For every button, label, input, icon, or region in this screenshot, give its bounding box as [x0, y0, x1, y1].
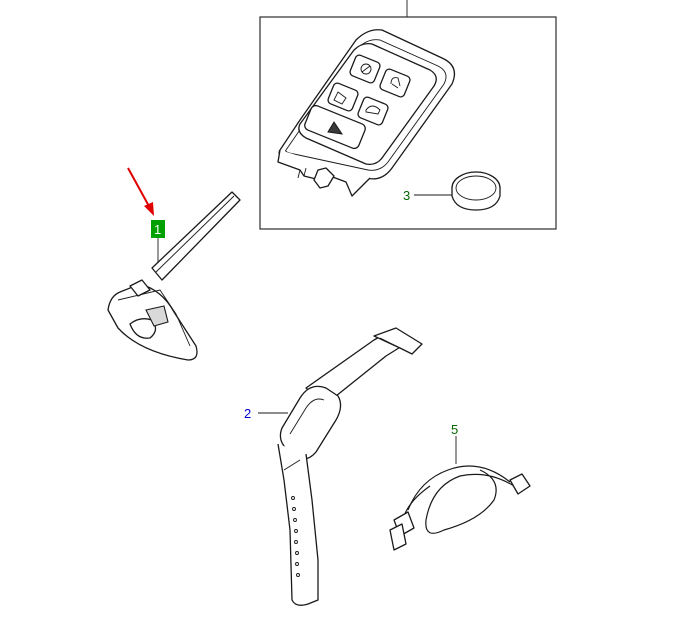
coin-battery-icon[interactable] [451, 171, 501, 211]
callout-1-label[interactable]: 1 [154, 222, 161, 237]
callout-1-highlight-box [151, 220, 165, 238]
red-pointer-arrow-icon [127, 167, 154, 216]
wristband-activity-key-icon[interactable] [277, 327, 423, 606]
callout-3-label[interactable]: 3 [403, 188, 410, 203]
callout-2-label[interactable]: 2 [244, 406, 251, 421]
key-fob-group-frame [259, 16, 557, 230]
usb-charging-cable-icon[interactable] [389, 465, 531, 551]
callout-5-label[interactable]: 5 [451, 422, 458, 437]
emergency-key-blade-icon[interactable] [107, 191, 241, 361]
smart-key-fob-icon[interactable] [277, 29, 456, 197]
